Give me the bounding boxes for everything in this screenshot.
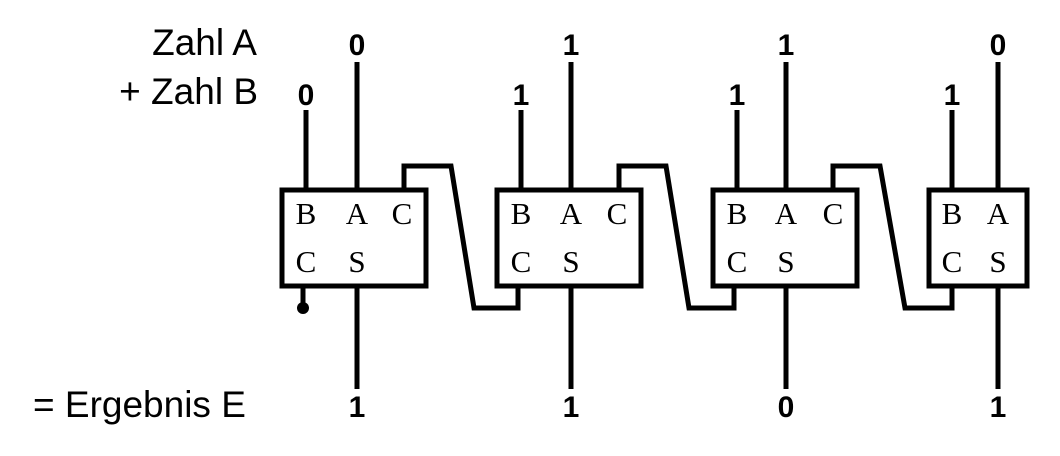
adder-box: [926, 187, 1030, 289]
wires-carry: [401, 163, 955, 311]
input-bits-a: 0 1 1 0: [349, 29, 1007, 62]
bit-result-2: 0: [778, 391, 795, 424]
bit-a-1: 1: [563, 29, 580, 62]
adder-box: [279, 187, 429, 289]
port-label-a: A: [346, 196, 369, 231]
wire-carry-3-to-2: [616, 163, 737, 311]
full-adder-2: B A C C S: [494, 187, 644, 289]
port-label-sum: S: [777, 244, 794, 279]
port-label-a: A: [987, 196, 1010, 231]
label-ergebnis: = Ergebnis E: [33, 384, 246, 425]
bit-b-0: 0: [298, 79, 315, 112]
port-label-carry-in: C: [392, 196, 413, 231]
wires-sum: [354, 285, 1001, 389]
adder-box: [710, 187, 860, 289]
half-adder-4: B A C S: [926, 187, 1030, 289]
port-label-carry-in: C: [607, 196, 628, 231]
port-label-b: B: [511, 196, 532, 231]
label-zahl-b: + Zahl B: [119, 71, 258, 112]
bit-b-2: 1: [729, 79, 746, 112]
adder-box: [494, 187, 644, 289]
wires-input-a: [354, 62, 1001, 191]
port-label-a: A: [775, 196, 798, 231]
port-label-sum: S: [348, 244, 365, 279]
full-adder-1: B A C C S: [279, 187, 429, 289]
bit-a-0: 0: [349, 29, 366, 62]
bit-a-3: 0: [990, 29, 1007, 62]
port-label-carry-out: C: [942, 244, 963, 279]
port-label-carry-out: C: [727, 244, 748, 279]
port-label-a: A: [560, 196, 583, 231]
result-bits: 1 1 0 1: [349, 391, 1007, 424]
full-adder-3: B A C C S: [710, 187, 860, 289]
port-label-sum: S: [989, 244, 1006, 279]
port-label-b: B: [727, 196, 748, 231]
port-label-sum: S: [562, 244, 579, 279]
port-label-carry-out: C: [511, 244, 532, 279]
wire-carry-4-to-3: [830, 163, 955, 311]
wire-carry-2-to-1: [401, 163, 521, 311]
port-label-carry-in: C: [823, 196, 844, 231]
bit-a-2: 1: [778, 29, 795, 62]
port-label-b: B: [942, 196, 963, 231]
bit-b-1: 1: [513, 79, 530, 112]
port-label-b: B: [296, 196, 317, 231]
bit-b-3: 1: [944, 79, 961, 112]
bit-result-3: 1: [990, 391, 1007, 424]
input-bits-b: 0 1 1 1: [298, 79, 961, 112]
bit-result-0: 1: [349, 391, 366, 424]
wires-input-b: [303, 110, 955, 191]
carry-out-terminal-dot: [297, 302, 309, 314]
bit-result-1: 1: [563, 391, 580, 424]
label-zahl-a: Zahl A: [152, 22, 257, 63]
port-label-carry-out: C: [296, 244, 317, 279]
